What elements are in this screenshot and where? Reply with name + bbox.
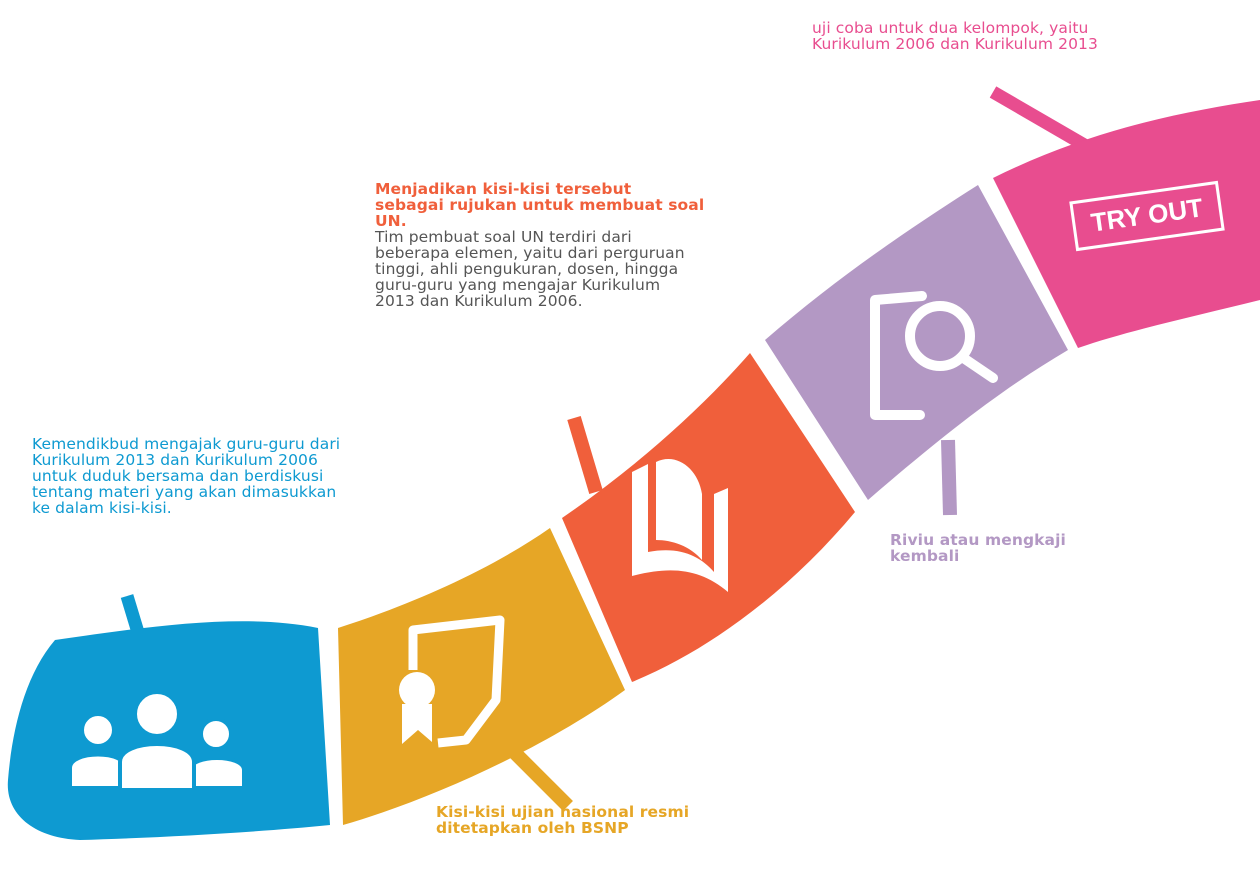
connector-line-tryout [989,86,1097,156]
tryout-description: uji coba untuk dua kelompok, yaitu Kurik… [812,19,1098,53]
label-reference: Menjadikan kisi-kisi tersebut sebagai ru… [375,181,705,309]
segment-review [765,185,1068,500]
label-review: Riviu atau mengkaji kembali [890,532,1130,564]
reference-description: Tim pembuat soal UN terdiri dari beberap… [375,228,685,310]
label-bsnp: Kisi-kisi ujian nasional resmi ditetapka… [436,804,756,836]
connector-line-review [941,439,957,516]
label-discussion: Kemendikbud mengajak guru-guru dari Kuri… [32,436,352,516]
people-group-icon [68,690,246,792]
open-book-icon [632,458,728,592]
segment-bsnp [338,528,625,825]
label-tryout: uji coba untuk dua kelompok, yaitu Kurik… [812,20,1112,52]
certificate-document-icon [399,615,505,748]
discussion-description: Kemendikbud mengajak guru-guru dari Kuri… [32,435,341,517]
connector-line-reference [567,416,603,494]
bsnp-description: Kisi-kisi ujian nasional resmi ditetapka… [436,803,690,837]
review-description: Riviu atau mengkaji kembali [890,531,1066,565]
document-magnifier-icon [870,291,998,420]
segment-reference [562,353,855,682]
segment-tryout [993,100,1260,348]
reference-title: Menjadikan kisi-kisi tersebut sebagai ru… [375,180,705,230]
